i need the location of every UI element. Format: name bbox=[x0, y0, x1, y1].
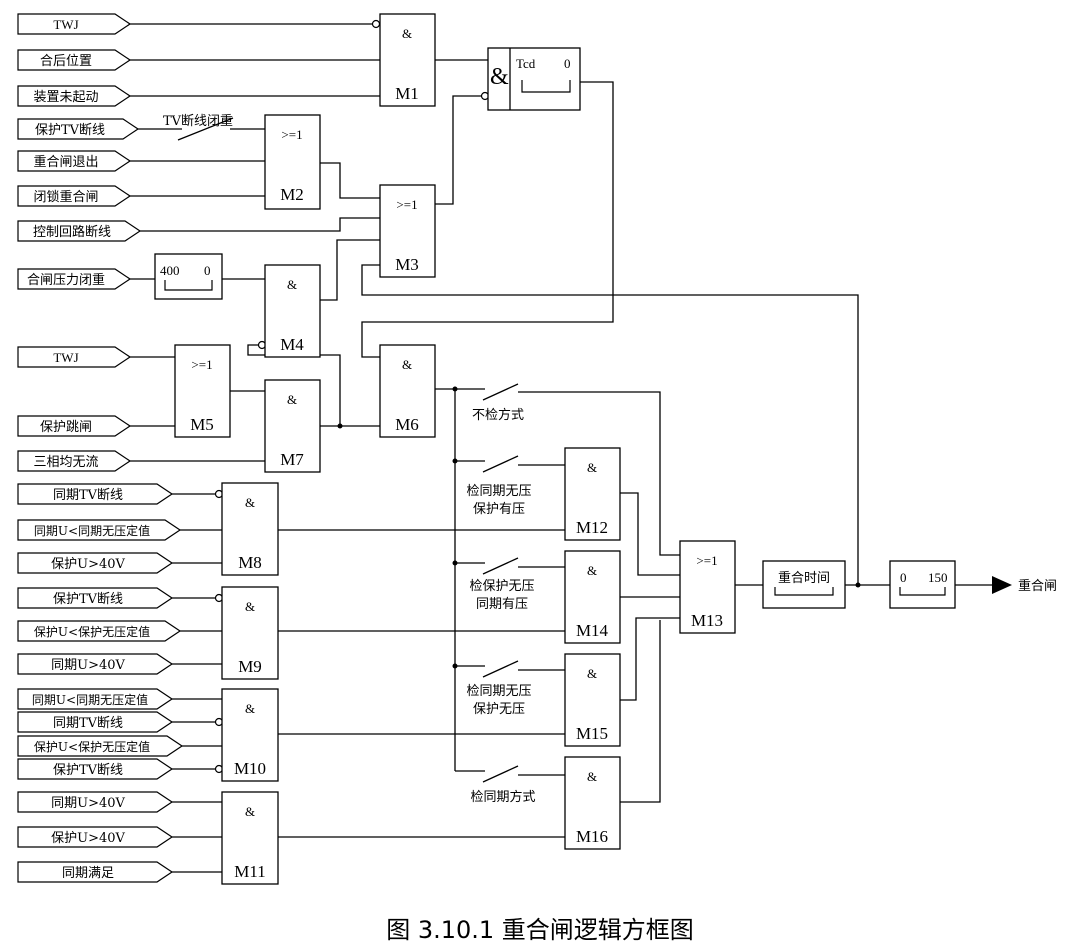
figure-caption: 图 3.10.1 重合闸逻辑方框图 bbox=[386, 916, 694, 944]
input-hezha-yali-bizhong: 合闸压力闭重 bbox=[27, 272, 105, 288]
input-m11-tongqi-u40: 同期U>40V bbox=[51, 796, 125, 811]
m11-label: M11 bbox=[234, 862, 266, 881]
timer-400-right: 0 bbox=[204, 263, 211, 278]
m3-label: M3 bbox=[395, 255, 419, 274]
input-baohu-tiaozha: 保护跳闸 bbox=[40, 420, 92, 435]
input-baohu-tv-duanxian: 保护TV断线 bbox=[35, 123, 105, 138]
input-twj: TWJ bbox=[53, 17, 78, 32]
timer-labels: & Tcd 0 400 0 重合时间 0 150 bbox=[160, 56, 948, 586]
m9-op: & bbox=[245, 599, 255, 614]
m15-label: M15 bbox=[576, 724, 608, 743]
m8-op: & bbox=[245, 495, 255, 510]
gate-boxes bbox=[154, 13, 956, 885]
switch-m12-line1: 检同期无压 bbox=[466, 484, 531, 499]
m5-op: >=1 bbox=[191, 357, 212, 372]
m15-op: & bbox=[587, 666, 597, 681]
m2-label: M2 bbox=[280, 185, 304, 204]
timer-150-right: 150 bbox=[928, 570, 948, 585]
m7-op: & bbox=[287, 392, 297, 407]
m12-label: M12 bbox=[576, 518, 608, 537]
m4-op: & bbox=[287, 277, 297, 292]
timer-400-left: 400 bbox=[160, 263, 180, 278]
tcd-label: Tcd bbox=[516, 56, 536, 71]
m1-op: & bbox=[402, 26, 412, 41]
input-chonghezha-tuichu: 重合闸退出 bbox=[33, 154, 98, 170]
output-chonghezha: 重合闸 bbox=[1018, 578, 1057, 594]
input-m9-tongqi-u40: 同期U>40V bbox=[51, 658, 125, 673]
timer-brackets bbox=[164, 80, 946, 596]
timer-150-left: 0 bbox=[900, 570, 907, 585]
input-kongzhi-huilu-duanxian: 控制回路断线 bbox=[33, 224, 111, 240]
gate-ops: & >=1 >=1 & >=1 & & & & & & & >=1 & & & bbox=[191, 26, 717, 819]
input-zhuangzhi-weiqidong: 装置未起动 bbox=[33, 90, 98, 105]
m3-op: >=1 bbox=[396, 197, 417, 212]
input-m11-tongqi-manzu: 同期满足 bbox=[62, 866, 114, 881]
chonghe-shijian-label: 重合时间 bbox=[778, 570, 830, 586]
m2-op: >=1 bbox=[281, 127, 302, 142]
switch-labels: TV断线闭重 不检方式 检同期无压 保护有压 检保护无压 同期有压 检同期无压 … bbox=[163, 113, 536, 805]
input-m9-baohu-wuya: 保护U<保护无压定值 bbox=[34, 624, 150, 639]
junctions bbox=[337, 386, 1012, 669]
m14-label: M14 bbox=[576, 621, 609, 640]
input-m9-baohu-tv: 保护TV断线 bbox=[53, 592, 123, 607]
input-hehou-weizhi: 合后位置 bbox=[40, 54, 92, 69]
wires bbox=[130, 23, 992, 873]
m16-label: M16 bbox=[576, 827, 608, 846]
input-m10-tongqi-tv: 同期TV断线 bbox=[53, 716, 123, 731]
m8-label: M8 bbox=[238, 553, 262, 572]
input-m10-baohu-wuya: 保护U<保护无压定值 bbox=[34, 739, 150, 754]
m6-op: & bbox=[402, 357, 412, 372]
m5-label: M5 bbox=[190, 415, 214, 434]
input-m11-baohu-u40: 保护U>40V bbox=[51, 831, 125, 846]
m12-op: & bbox=[587, 460, 597, 475]
tcd-and-symbol: & bbox=[490, 64, 509, 90]
m1-label: M1 bbox=[395, 84, 419, 103]
switch-jian-tongqi-fangshi: 检同期方式 bbox=[470, 789, 535, 805]
m11-op: & bbox=[245, 804, 255, 819]
input-m8-tongqi-wuya: 同期U<同期无压定值 bbox=[34, 523, 150, 538]
input-m8-baohu-u40: 保护U>40V bbox=[51, 557, 125, 572]
switch-m12-line2: 保护有压 bbox=[473, 502, 525, 517]
switch-tv-duanxian-bizhong: TV断线闭重 bbox=[163, 113, 233, 129]
m13-op: >=1 bbox=[696, 553, 717, 568]
input-flags bbox=[17, 13, 184, 883]
m13-label: M13 bbox=[691, 611, 723, 630]
input-m8-tongqi-tv: 同期TV断线 bbox=[53, 488, 123, 503]
m10-op: & bbox=[245, 701, 255, 716]
gate-names: M1 M2 M3 M4 M5 M6 M7 M8 M9 M10 M11 M12 M… bbox=[190, 84, 723, 881]
m14-op: & bbox=[587, 563, 597, 578]
m10-label: M10 bbox=[234, 759, 266, 778]
m6-label: M6 bbox=[395, 415, 419, 434]
switch-m14-line1: 检保护无压 bbox=[469, 579, 534, 594]
input-m10-tongqi-wuya: 同期U<同期无压定值 bbox=[32, 692, 148, 707]
switch-m15-line2: 保护无压 bbox=[473, 702, 525, 717]
switch-bujian-fangshi: 不检方式 bbox=[472, 407, 524, 423]
input-m10-baohu-tv: 保护TV断线 bbox=[53, 763, 123, 778]
input-labels: TWJ 合后位置 装置未起动 保护TV断线 重合闸退出 闭锁重合闸 控制回路断线… bbox=[27, 17, 150, 881]
input-sanxiang-wuliu: 三相均无流 bbox=[33, 455, 98, 470]
m16-op: & bbox=[587, 769, 597, 784]
input-twj-2: TWJ bbox=[53, 350, 78, 365]
m4-label: M4 bbox=[280, 335, 304, 354]
m9-label: M9 bbox=[238, 657, 262, 676]
m7-label: M7 bbox=[280, 450, 304, 469]
switch-m15-line1: 检同期无压 bbox=[466, 684, 531, 699]
switch-m14-line2: 同期有压 bbox=[476, 597, 528, 612]
tcd-value: 0 bbox=[564, 56, 571, 71]
input-bisuo-chonghezha: 闭锁重合闸 bbox=[33, 189, 98, 205]
